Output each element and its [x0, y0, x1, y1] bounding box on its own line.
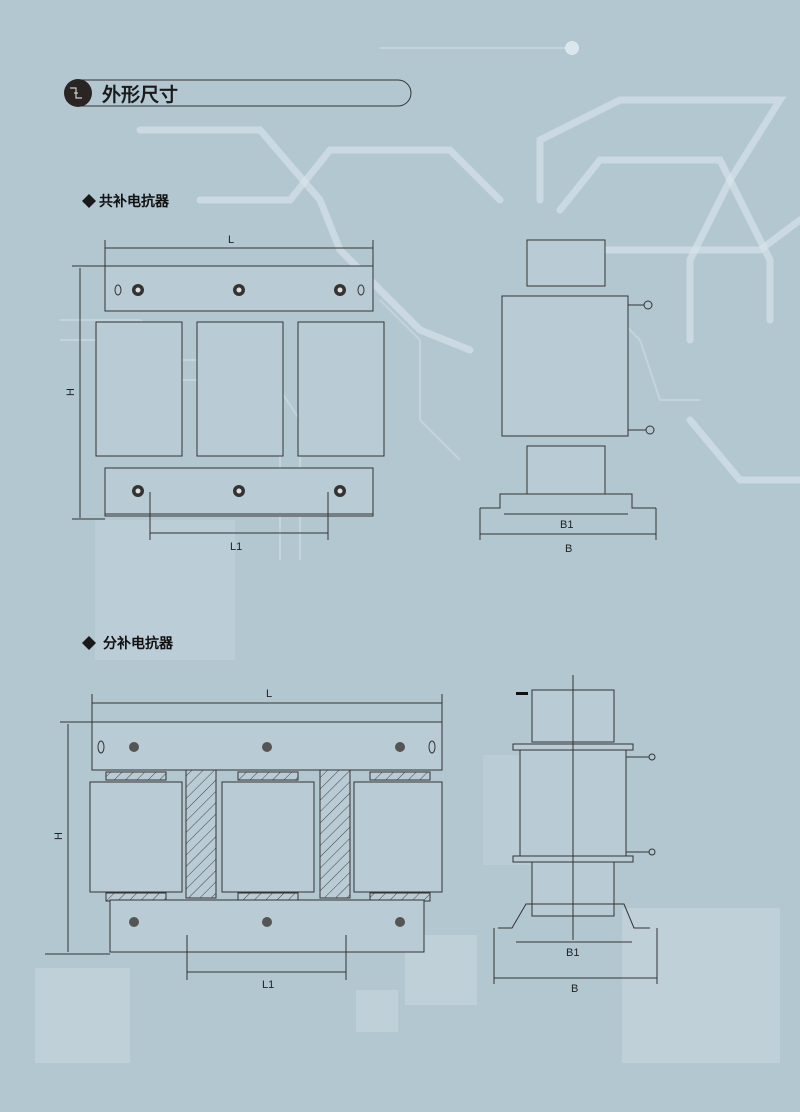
- section-header: 外形尺寸: [64, 79, 412, 107]
- page-title: 外形尺寸: [102, 83, 178, 106]
- diamond-bullet-icon: [82, 194, 96, 208]
- dim-label-L1: L1: [230, 541, 242, 553]
- section-title-common: 共补电抗器: [99, 193, 170, 210]
- dim-label-B: B: [571, 983, 578, 995]
- split-reactor-front-view: [45, 694, 443, 980]
- dim-label-B: B: [565, 543, 572, 555]
- dim-label-L: L: [266, 688, 272, 700]
- dim-label-L1: L1: [262, 979, 274, 991]
- diamond-bullet-icon: [82, 636, 96, 650]
- dim-label-L: L: [228, 234, 234, 246]
- split-reactor-side-view: [493, 675, 658, 984]
- dim-label-B1: B1: [560, 519, 573, 531]
- common-reactor-front-view: [72, 240, 385, 540]
- section-title-split: 分补电抗器: [103, 635, 174, 652]
- common-reactor-side-view: [479, 239, 657, 540]
- dim-label-H: H: [65, 388, 77, 396]
- dim-label-B1: B1: [566, 947, 579, 959]
- dim-label-H: H: [53, 832, 65, 840]
